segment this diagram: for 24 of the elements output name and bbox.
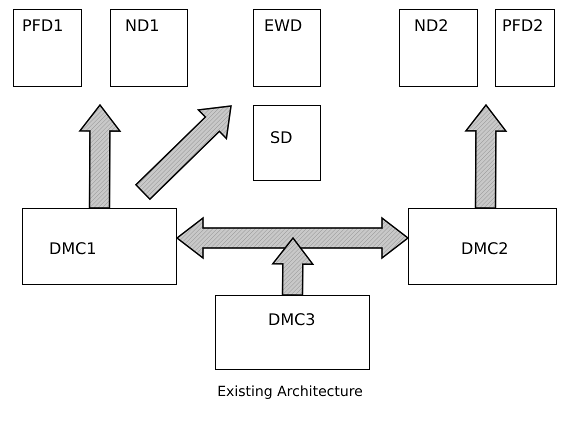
process-box — [408, 208, 557, 285]
process-box — [399, 9, 478, 87]
node-label: DMC1 — [49, 239, 96, 258]
process-box — [22, 208, 177, 285]
node-label: DMC2 — [461, 239, 508, 258]
process-box — [495, 9, 555, 87]
block-arrow — [464, 104, 508, 209]
process-box — [13, 9, 82, 87]
process-box — [215, 295, 370, 370]
node-label: ND2 — [414, 16, 448, 35]
node-label: SD — [270, 128, 292, 147]
node-label: EWD — [264, 16, 302, 35]
process-box — [110, 9, 188, 87]
block-arrow — [271, 236, 314, 296]
block-arrow — [176, 216, 410, 260]
node-label: PFD2 — [502, 16, 544, 35]
process-box — [253, 105, 321, 181]
block-arrow — [78, 104, 122, 209]
process-box — [253, 9, 321, 87]
caption: Existing Architecture — [217, 384, 363, 400]
node-label: DMC3 — [268, 310, 316, 329]
node-label: PFD1 — [22, 16, 64, 35]
block-arrow — [134, 105, 232, 200]
node-label: ND1 — [125, 16, 160, 35]
